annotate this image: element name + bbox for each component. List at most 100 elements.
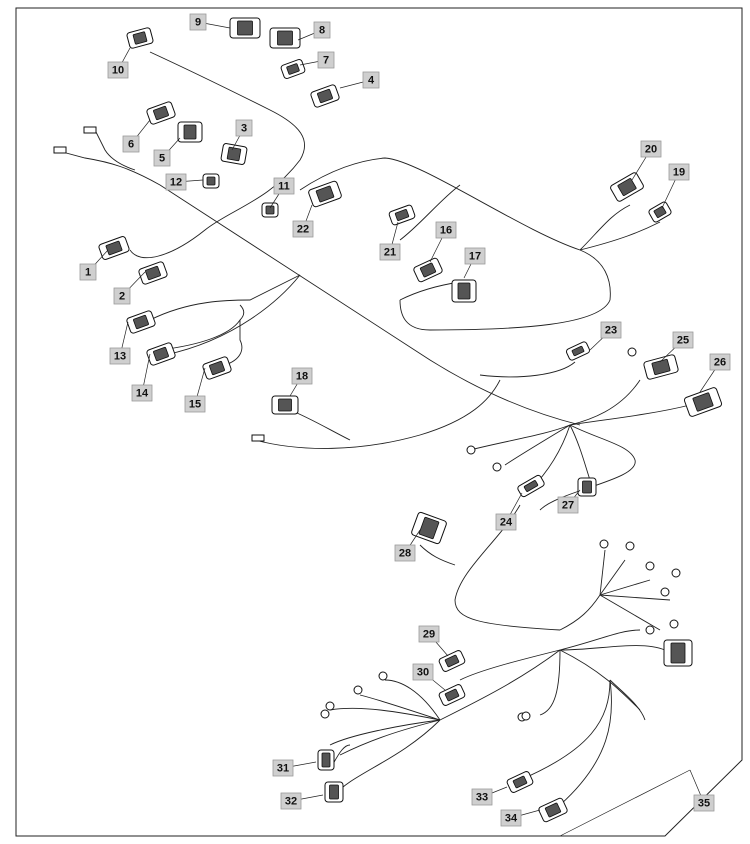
callout-box: [379, 243, 401, 261]
callout-box: [313, 21, 331, 39]
callout-number: 24: [500, 517, 513, 529]
wire-segment: [359, 694, 441, 721]
callout-box: [500, 809, 522, 827]
connector-body: [413, 257, 443, 283]
callout-number: 32: [285, 796, 297, 808]
ring-terminal: [378, 671, 388, 681]
callout-box: [292, 220, 314, 238]
wire-segment: [599, 579, 651, 596]
callout-number: 8: [319, 25, 325, 37]
callout-box: [362, 71, 380, 89]
wire-segment: [384, 679, 441, 721]
wire-segment: [559, 629, 641, 651]
wire-segment: [54, 149, 581, 426]
callout-21: 21: [379, 243, 401, 261]
callout-number: 15: [189, 399, 201, 411]
callout-box: [165, 173, 187, 191]
callout-number: 11: [278, 181, 290, 193]
connector-body: [261, 202, 279, 218]
ring-terminal: [320, 709, 330, 719]
wire-segment: [599, 594, 661, 631]
connector-body: [202, 356, 232, 380]
callout-1: 1: [79, 263, 97, 281]
wire-segment: [459, 649, 561, 681]
callout-23: 23: [600, 321, 622, 339]
connector-body: [438, 684, 466, 706]
callout-box: [495, 513, 517, 531]
wire-segment: [329, 719, 441, 746]
connector-body: [317, 749, 335, 771]
callout-box: [280, 792, 302, 810]
callout-18: 18: [291, 367, 313, 385]
connector-body: [683, 387, 723, 417]
wire-segment: [579, 221, 661, 251]
connector-body: [324, 781, 344, 803]
callout-number: 3: [241, 123, 247, 135]
callout-box: [709, 353, 731, 371]
connector-body: [577, 477, 597, 497]
callout-20: 20: [640, 140, 662, 158]
callout-12: 12: [165, 173, 187, 191]
callout-box: [471, 788, 493, 806]
callout-24: 24: [495, 513, 517, 531]
ring-terminal: [669, 619, 679, 629]
callout-number: 12: [170, 177, 182, 189]
callout-number: 21: [384, 247, 396, 259]
wire-segment: [339, 719, 441, 756]
callout-number: 33: [476, 792, 488, 804]
callout-28: 28: [394, 544, 416, 562]
callout-4: 4: [362, 71, 380, 89]
wire-segment: [299, 157, 611, 331]
wire-segment: [334, 719, 441, 796]
callout-25: 25: [672, 331, 694, 349]
callout-box: [109, 347, 131, 365]
callout-box: [131, 384, 153, 402]
connector-body: [271, 395, 299, 415]
callout-number: 2: [119, 291, 125, 303]
spade-terminal: [83, 126, 97, 134]
connector-body: [411, 511, 447, 545]
ring-terminal: [660, 587, 670, 597]
callout-33: 33: [471, 788, 493, 806]
connector-body: [146, 342, 176, 366]
connector-body: [643, 354, 679, 380]
callout-number: 22: [297, 224, 309, 236]
callout-number: 4: [368, 75, 375, 87]
callout-box: [600, 321, 622, 339]
callout-number: 25: [677, 335, 689, 347]
callout-box: [557, 496, 579, 514]
callout-box: [464, 247, 486, 265]
connector-body: [280, 59, 306, 79]
connector-body: [565, 341, 591, 361]
callout-15: 15: [184, 395, 206, 413]
callout-number: 29: [423, 629, 435, 641]
callout-13: 13: [109, 347, 131, 365]
callout-5: 5: [153, 149, 171, 167]
wire-segment: [559, 649, 641, 711]
wire-segment: [599, 549, 606, 596]
wire-segment: [469, 424, 571, 451]
wire-segment: [399, 281, 461, 301]
wire-segment: [609, 679, 646, 721]
wire-segment: [599, 559, 626, 596]
connector-body: [648, 201, 672, 223]
callout-31: 31: [272, 759, 294, 777]
callout-box: [153, 149, 171, 167]
wire-segment: [569, 379, 641, 426]
frame-leader: [559, 769, 691, 837]
callout-34: 34: [500, 809, 522, 827]
ring-terminal: [466, 445, 476, 455]
callout-number: 16: [440, 225, 452, 237]
callout-box: [693, 794, 715, 812]
wire-segment: [559, 645, 666, 651]
callout-number: 34: [505, 813, 518, 825]
callout-box: [435, 221, 457, 239]
connector-body: [388, 204, 416, 226]
wire-segment: [329, 707, 441, 721]
callout-number: 18: [296, 371, 308, 383]
callout-number: 35: [698, 798, 710, 810]
wire-segment: [439, 649, 561, 721]
spade-terminal: [53, 146, 67, 154]
callout-number: 1: [85, 267, 91, 279]
wire-segment: [419, 544, 456, 566]
